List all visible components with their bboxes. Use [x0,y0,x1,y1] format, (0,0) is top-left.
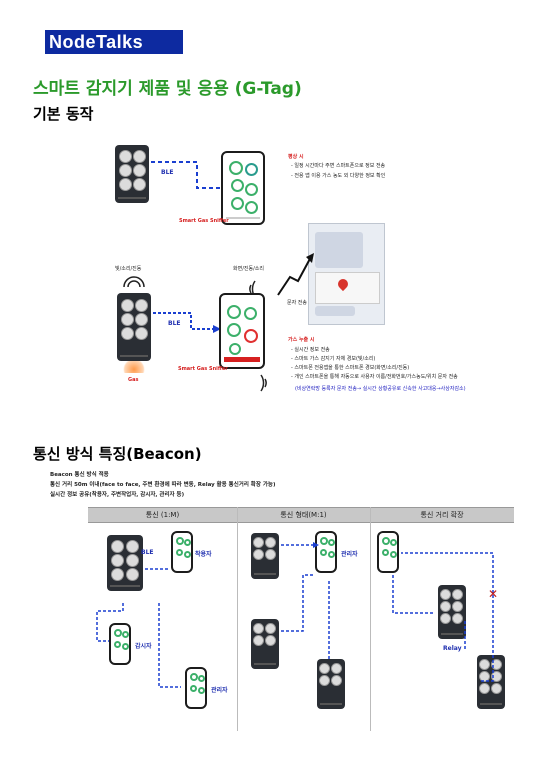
smartphone [185,667,207,709]
smartphone [219,293,265,369]
gas-sensor-device [251,619,279,669]
page-title: 스마트 감지기 제품 및 응용 (G-Tag) [33,79,302,99]
gas-sensor-device [477,655,505,709]
ble-label: BLE [141,549,154,556]
leak-note: (비상연락망 등록자 문자 전송→ 실시간 상황공유로 신속한 사고대응→사상자… [295,386,466,392]
sms-label: 문자 전송 [287,300,307,306]
ble-label: BLE [168,320,181,327]
leak-line: - 실시간 정보 전송 [291,347,330,353]
leak-heading: 가스 누출 시 [288,337,315,343]
normal-line: - 일정 시간마다 주변 스마트폰으로 정보 전송 [291,163,386,169]
gas-sensor-device [251,533,279,579]
gas-sensor-device [115,145,149,203]
smartphone [377,531,399,573]
smartphone [109,623,131,665]
leak-line: - 스마트폰 전용앱을 통한 스마트폰 경보(화면/소리/진동) [291,365,410,371]
gas-sensor-device [317,659,345,709]
manager-label: 관리자 [211,687,228,694]
smartphone [171,531,193,573]
gas-sensor-device [107,535,143,591]
column-header: 통신 거리 확장 [420,511,464,519]
ble-arrow [153,312,221,333]
leak-line: - 개인 스마트폰을 통해 자동으로 사용자 이름/전화번호/가스농도/위치 문… [291,374,458,380]
ble-arrow [151,161,229,192]
beacon-line: 실시간 정보 공유(착용자, 주변작업자, 감시자, 관리자 등) [50,492,185,498]
column-divider [237,507,238,731]
beacon-line: Beacon 통신 방식 적용 [50,472,109,478]
smartphone [221,151,265,225]
ble-link [281,542,330,659]
alarm-label: 빛/소리/진동 [115,266,142,272]
phone-alert-label: 화면/진동/소리 [233,266,264,272]
normal-heading: 평상 시 [288,154,304,160]
relay-device [438,585,466,639]
gas-cloud-icon [121,361,147,373]
basic-operation-section: 기본 동작 BLE Smart Gas Sniffer 평상 시 - 일정 시간… [33,103,514,405]
ble-link [392,552,494,682]
signal-waves-icon [260,374,267,392]
ble-label: BLE [161,169,174,176]
leak-line: - 스마트 가스 감지기 자체 경보(빛/소리) [291,356,376,362]
monitor-label: 감시자 [135,643,152,650]
column-header: 통신 (1:M) [145,511,180,519]
column-header: 통신 형태(M:1) [280,511,327,519]
section-heading: 통신 방식 특징(Beacon) [33,445,202,463]
sniffer-label: Smart Gas Sniffer [178,366,228,372]
ble-link [96,568,181,688]
beacon-line: 통신 거리 50m 이내(face to face, 주변 환경에 따라 변동,… [50,482,276,488]
blocked-x-icon: ✕ [488,587,499,601]
signal-waves-icon [123,276,145,288]
sms-arrow [277,253,314,296]
sms-screenshot [308,223,385,325]
comparison-header: 통신 (1:M) 통신 형태(M:1) 통신 거리 확장 [88,507,514,523]
nodetalks-logo: NodeTalks [45,30,183,54]
smartphone [315,531,337,573]
beacon-section: 통신 방식 특징(Beacon) Beacon 통신 방식 적용 통신 거리 5… [33,435,514,731]
manager-label: 관리자 [341,551,358,558]
gas-sensor-device [117,293,151,361]
gas-label: Gas [128,377,139,383]
wearer-label: 착용자 [195,551,212,558]
sniffer-label: Smart Gas Sniffer [179,218,229,224]
section-heading: 기본 동작 [33,105,94,123]
relay-label: Relay [443,645,462,652]
normal-line: - 전용 앱 이용 가스 농도 외 다양한 정보 확인 [291,173,386,179]
column-divider [370,507,371,731]
